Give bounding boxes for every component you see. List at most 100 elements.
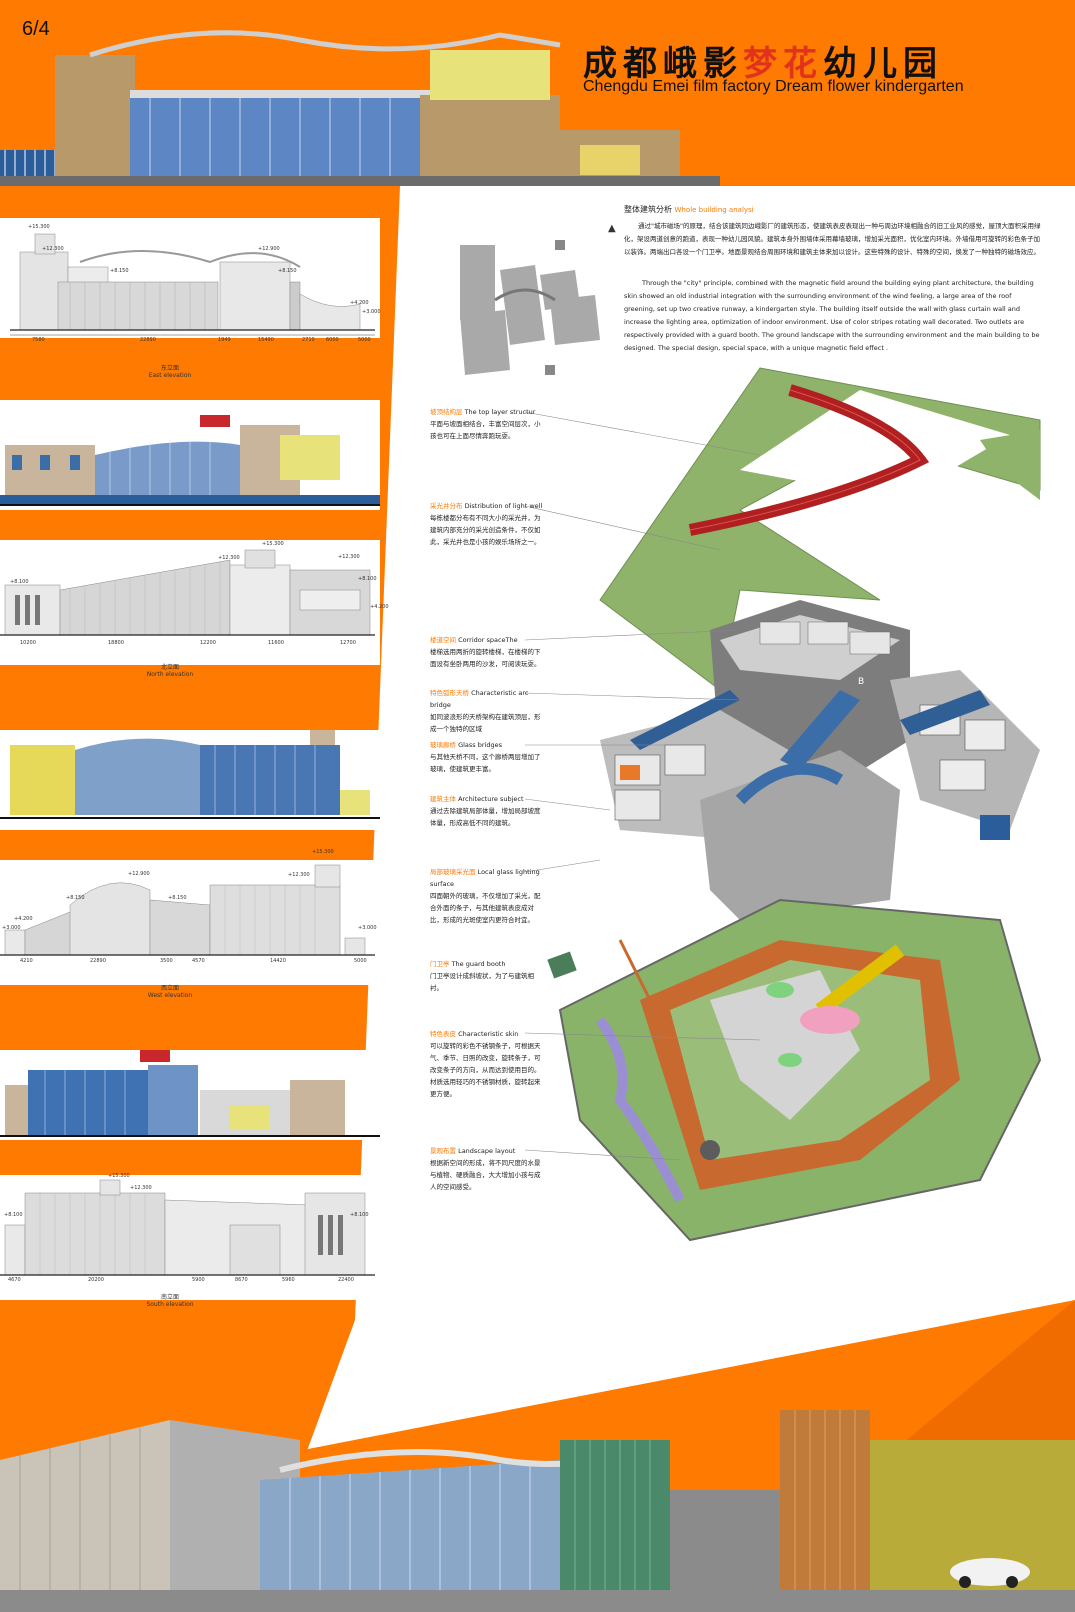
east-dim-7: 5000 — [358, 337, 371, 343]
west-elevation-drawing — [0, 864, 375, 956]
annotation-leader-lines — [524, 411, 761, 1161]
north-elevation-drawing — [0, 549, 375, 636]
west-level-1: +12.900 — [128, 871, 150, 877]
north-level-6: +4.200 — [370, 604, 389, 610]
north-rendering — [0, 730, 380, 819]
south-caption-cn: 南立面 — [160, 1294, 179, 1301]
analysis-heading-en: Whole building analysi — [674, 206, 754, 214]
annotation-light-well-en: Distribution of light well — [464, 502, 543, 510]
annotation-glass-bridges-cn: 玻璃廊桥 — [430, 741, 456, 749]
east-dim-3: 1949 — [218, 337, 231, 343]
annotation-arc-bridge: 特色弧形天桥 Characteristic arc bridge 如同波浪形的天… — [430, 687, 545, 735]
annotation-top-layer: 坡顶结构层 The top layer structur 平面与坡面相结合，丰富… — [430, 406, 545, 442]
east-level-2: +12.300 — [42, 246, 64, 252]
annotation-architecture-subject: 建筑主体 Architecture subject 通过去除建筑局部体量，增加局… — [430, 793, 545, 829]
annotation-architecture-subject-en: Architecture subject — [458, 795, 524, 803]
annotation-light-well-cn: 采光井分布 — [430, 502, 463, 510]
north-dim-1: 10200 — [20, 640, 36, 646]
annotation-characteristic-skin-cn: 特色表皮 — [430, 1030, 456, 1038]
hero-rendering — [0, 30, 720, 186]
west-elevation-caption: 西立面 West elevation — [120, 983, 220, 999]
north-dim-4: 11600 — [268, 640, 284, 646]
west-level-2: +8.150 — [66, 895, 85, 901]
annotation-landscape-cn: 景观布置 — [430, 1147, 456, 1155]
east-elevation-drawing — [10, 233, 375, 336]
title-cn-part2: 梦花 — [743, 44, 823, 84]
annotation-glass-lighting-en: Local glass lighting surface — [430, 868, 540, 888]
annotation-landscape-en: Landscape layout — [458, 1147, 516, 1155]
north-dim-2: 18800 — [108, 640, 124, 646]
annotation-top-layer-desc: 平面与坡面相结合，丰富空间层次，小孩也可在上面尽情奔跑玩耍。 — [430, 420, 541, 440]
east-level-1: +15.300 — [28, 224, 50, 230]
annotation-corridor: 楼道空间 Corridor spaceThe 楼梯选用两折的旋转楼梯，在楼梯的下… — [430, 634, 545, 670]
annotation-arc-bridge-desc: 如同波浪形的天桥架构在建筑顶层，形成一个独特的区域 — [430, 713, 541, 733]
annotation-characteristic-skin: 特色表皮 Characteristic skin 可以旋转的彩色不锈钢条子，可根… — [430, 1028, 545, 1100]
north-caption-cn: 北立面 — [160, 664, 179, 671]
annotation-glass-lighting-cn: 局部玻璃采光面 — [430, 868, 476, 876]
annotation-light-well: 采光井分布 Distribution of light well 每栋楼都分布有… — [430, 500, 545, 548]
annotation-top-layer-cn: 坡顶结构层 — [430, 408, 463, 416]
west-caption-cn: 西立面 — [160, 985, 179, 992]
annotation-corridor-desc: 楼梯选用两折的旋转楼梯，在楼梯的下面设有坐卧两用的沙发，可阅读玩耍。 — [430, 648, 541, 668]
annotation-landscape-desc: 根据新空间的形成，将不同尺度的水景与植物、硬质融合，大大增加小孩与成人的空间感受… — [430, 1159, 541, 1191]
east-elevation-caption: 东立面 East elevation — [120, 363, 220, 379]
south-dim-2: 20200 — [88, 1277, 104, 1283]
south-elevation-drawing — [0, 1179, 375, 1276]
west-level-5: +15.300 — [312, 849, 334, 855]
north-elevation-caption: 北立面 North elevation — [120, 662, 220, 678]
annotation-characteristic-skin-en: Characteristic skin — [458, 1030, 519, 1038]
north-dim-5: 12700 — [340, 640, 356, 646]
annotation-characteristic-skin-desc: 可以旋转的彩色不锈钢条子，可根据天气、季节、日照的改变，旋转条子，可改变条子的方… — [430, 1042, 541, 1098]
west-caption-en: West elevation — [147, 992, 193, 999]
north-level-5: +8.100 — [358, 576, 377, 582]
east-dim-2: 22890 — [140, 337, 156, 343]
annotation-corridor-cn: 楼道空间 — [430, 636, 456, 644]
annotation-glass-lighting: 局部玻璃采光面 Local glass lighting surface 四面朝… — [430, 866, 545, 926]
bottom-street-rendering — [0, 1410, 1075, 1612]
west-dim-5: 14420 — [270, 958, 286, 964]
south-dim-3: 5900 — [192, 1277, 205, 1283]
east-level-5: +8.150 — [278, 268, 297, 274]
annotation-light-well-desc: 每栋楼都分布有不同大小的采光井，为建筑内部充分的采光创造条件，不仅如此，采光井也… — [430, 514, 541, 546]
east-rendering — [0, 415, 380, 506]
west-dim-1: 4210 — [20, 958, 33, 964]
annotation-top-layer-en: The top layer structur — [464, 408, 536, 416]
south-caption-en: South elevation — [146, 1301, 194, 1308]
west-level-3: +8.150 — [168, 895, 187, 901]
west-dim-6: 5000 — [354, 958, 367, 964]
south-level-3: +8.100 — [4, 1212, 23, 1218]
title-cn-part3: 幼儿园 — [823, 44, 943, 84]
west-rendering — [0, 1050, 380, 1137]
annotation-arc-bridge-cn: 特色弧形天桥 — [430, 689, 469, 697]
annotation-guard-booth-en: The guard booth — [451, 960, 506, 968]
annotation-guard-booth-cn: 门卫亭 — [430, 960, 450, 968]
north-dim-3: 12200 — [200, 640, 216, 646]
annotation-glass-lighting-desc: 四面朝外的玻璃，不仅增加了采光，配合外面的条子，与其他建筑表皮成对比，形成的光斑… — [430, 892, 541, 924]
west-level-8: +3.000 — [358, 925, 377, 931]
annotation-guard-booth: 门卫亭 The guard booth 门卫亭设计成斜坡状，为了与建筑相衬。 — [430, 958, 545, 994]
east-level-4: +8.150 — [110, 268, 129, 274]
west-dim-3: 3500 — [160, 958, 173, 964]
west-level-7: +3.000 — [2, 925, 21, 931]
analysis-heading: 整体建筑分析 Whole building analysi — [624, 204, 754, 215]
south-level-1: +15.300 — [108, 1173, 130, 1179]
north-level-4: +12.300 — [338, 554, 360, 560]
annotation-glass-bridges-desc: 与其他天桥不同，这个廊桥两层增加了玻璃，使建筑更丰富。 — [430, 753, 541, 773]
exploded-axonometric — [547, 367, 1042, 1242]
annotation-architecture-subject-desc: 通过去除建筑局部体量，增加局部坡度体量，形成高低不同的建筑。 — [430, 807, 541, 827]
page-number: 6/4 — [22, 18, 50, 40]
east-dim-5: 2710 — [302, 337, 315, 343]
west-level-4: +12.300 — [288, 872, 310, 878]
north-arrow-icon: ▲ — [608, 223, 616, 234]
east-level-6: +4.200 — [350, 300, 369, 306]
north-level-3: +15.300 — [262, 541, 284, 547]
annotation-glass-bridges: 玻璃廊桥 Glass bridges 与其他天桥不同，这个廊桥两层增加了玻璃，使… — [430, 739, 545, 775]
south-dim-1: 4670 — [8, 1277, 21, 1283]
north-level-1: +8.100 — [10, 579, 29, 585]
north-level-2: +12.300 — [218, 555, 240, 561]
analysis-paragraph-cn: 通过"城市磁场"的原理，结合该建筑同边峨影厂的建筑形态，使建筑表皮表现出一种与周… — [624, 222, 1041, 256]
title-en: Chengdu Emei film factory Dream flower k… — [583, 78, 964, 95]
south-elevation-caption: 南立面 South elevation — [120, 1292, 220, 1308]
west-dim-4: 4570 — [192, 958, 205, 964]
east-dim-4: 15490 — [258, 337, 274, 343]
